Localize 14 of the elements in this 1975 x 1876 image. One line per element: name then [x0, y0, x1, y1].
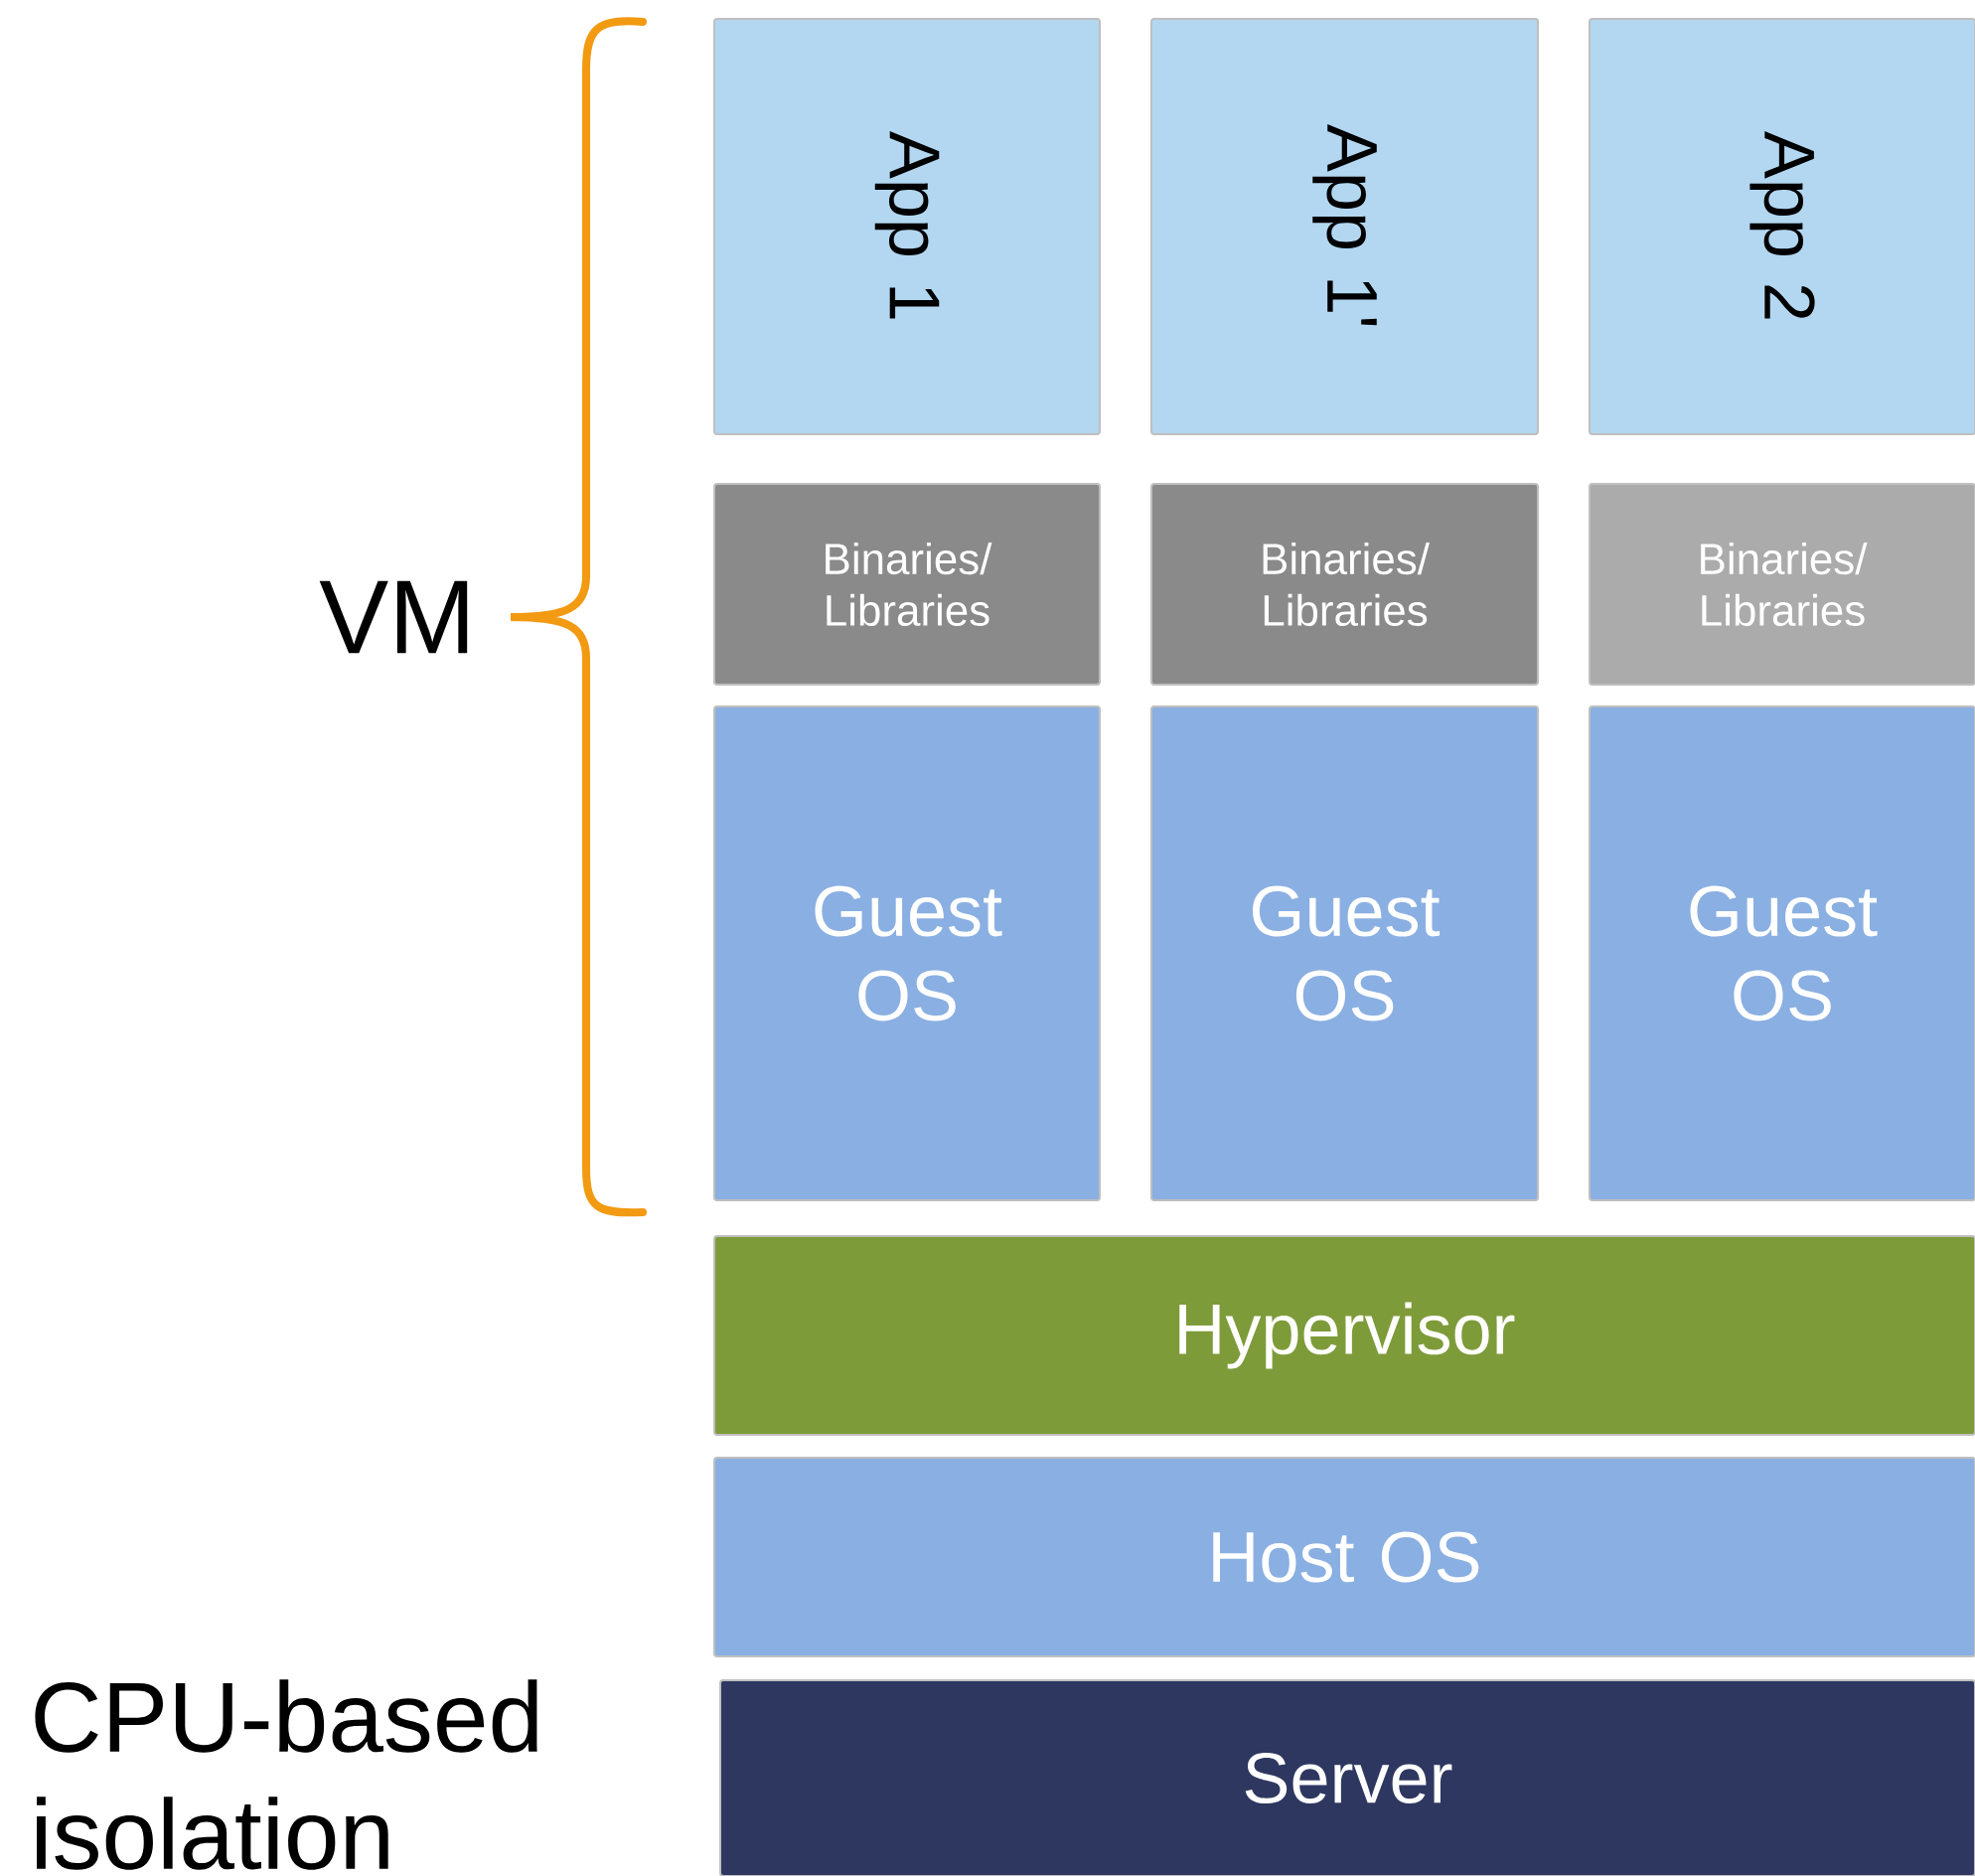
app-box: App 2 [1589, 18, 1975, 435]
caption: CPU-based isolation [35, 1679, 537, 1870]
guest-os-box: Guest OS [1589, 705, 1975, 1201]
app-box: App 1 [713, 18, 1101, 435]
library-box: Binaries/ Libraries [1589, 483, 1975, 686]
brace-label: VM [319, 580, 468, 654]
guest-os-box: Guest OS [713, 705, 1101, 1201]
library-box: Binaries/ Libraries [1150, 483, 1539, 686]
guest-os-box: Guest OS [1150, 705, 1539, 1201]
app-box: App 1' [1150, 18, 1539, 435]
hypervisor-bar: Hypervisor [713, 1235, 1975, 1436]
host-os-bar: Host OS [713, 1457, 1975, 1657]
server-bar: Server [719, 1679, 1975, 1876]
library-box: Binaries/ Libraries [713, 483, 1101, 686]
